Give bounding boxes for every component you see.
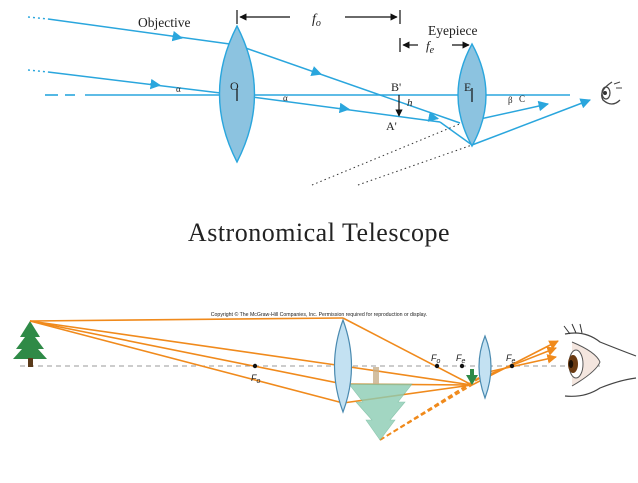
ray-arrow <box>149 78 162 90</box>
ray-bottom <box>29 320 344 404</box>
fe-right-label: Fe <box>506 353 516 365</box>
ray-arrow <box>338 102 351 114</box>
objective-label: Objective <box>138 15 190 30</box>
eyepiece-lens <box>478 334 492 400</box>
fo-label: fo <box>312 12 321 29</box>
copyright-text: Copyright © The McGraw-Hill Companies, I… <box>211 311 427 318</box>
fe-label: fe <box>426 38 435 56</box>
tree-object-icon <box>13 321 47 367</box>
ray-segment <box>439 121 473 146</box>
fo-left-point <box>252 363 258 369</box>
objective-lens <box>333 318 353 414</box>
incoming-ray-top <box>47 18 238 46</box>
virtual-image-tree-icon <box>348 367 413 441</box>
fo-left-label: Fo <box>251 373 261 385</box>
ray-top <box>29 317 344 322</box>
eye-profile-icon <box>563 323 637 397</box>
bottom-diagram: Fo Fo Fe Fe Copyright © The McGraw-Hill … <box>13 311 637 441</box>
lens-o-label: O <box>230 79 239 93</box>
emergent-ray-3 <box>487 354 557 373</box>
height-h-label: h <box>407 97 413 109</box>
refracted-ray-1 <box>342 317 473 386</box>
fe-right-point <box>509 363 515 369</box>
emergent-ray-2 <box>479 346 557 379</box>
point-a-label: A' <box>386 119 397 133</box>
ray-dotted-end <box>27 69 49 73</box>
real-image-trunk <box>470 369 474 375</box>
eyepiece-label: Eyepiece <box>428 23 477 38</box>
eye-icon <box>601 81 622 105</box>
angle-beta: β <box>508 95 513 105</box>
refracted-ray-2 <box>342 365 473 386</box>
virtual-ray-3 <box>379 371 489 441</box>
ray-dotted-end <box>27 16 49 20</box>
figure-title: Astronomical Telescope <box>187 218 451 247</box>
ray-lower <box>29 320 344 385</box>
ray-center <box>29 320 344 367</box>
angle-c: C <box>519 94 525 104</box>
lens-e-label: E <box>464 80 471 94</box>
real-image-icon <box>466 375 478 385</box>
virtual-ray <box>357 144 473 186</box>
fe-left-point <box>459 363 465 369</box>
emergent-ray-lower <box>471 98 591 146</box>
refracted-ray-middle <box>236 94 441 123</box>
fo-right-label: Fo <box>431 353 441 365</box>
incoming-ray-middle <box>47 71 238 96</box>
point-b-label: B' <box>391 80 401 94</box>
ray-arrow <box>427 111 440 122</box>
refracted-ray-top <box>236 44 461 124</box>
top-diagram: Objective Eyepiece fo fe O E B' A' h α α… <box>27 10 622 186</box>
angle-alpha-right: α <box>283 93 288 103</box>
angle-alpha-left: α <box>176 84 181 94</box>
ray-arrow <box>171 30 184 42</box>
ray-arrow <box>310 66 322 76</box>
fo-right-point <box>434 363 440 369</box>
fe-left-label: Fe <box>456 353 466 365</box>
virtual-ray <box>311 122 463 186</box>
